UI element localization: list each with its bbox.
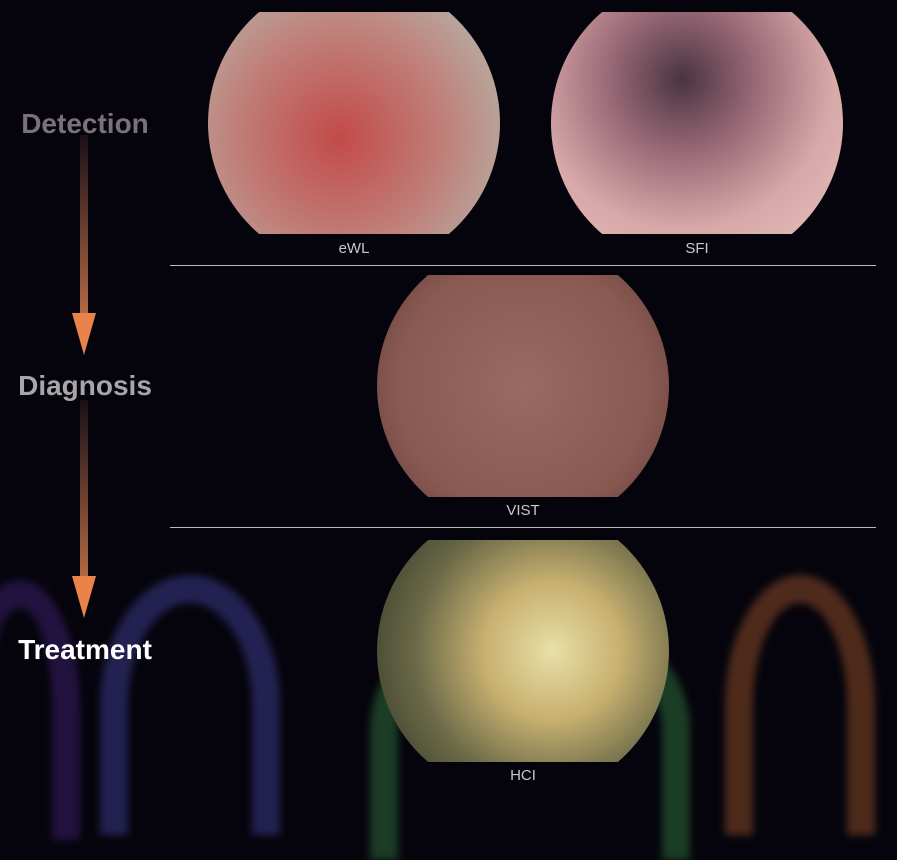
stage-diagnosis: Diagnosis: [18, 370, 152, 401]
endoscopy-image-sfi: [551, 12, 843, 234]
endoscopy-image-hci: [377, 540, 669, 762]
divider: [170, 265, 876, 266]
caption-ewl: eWL: [338, 240, 370, 257]
endoscopy-image-ewl: [208, 12, 500, 234]
divider: [170, 527, 876, 528]
endoscopy-image-vist: [377, 275, 669, 497]
caption-hci: HCI: [510, 767, 536, 784]
caption-sfi: SFI: [685, 240, 709, 257]
caption-vist: VIST: [506, 502, 540, 519]
arrow-down-icon: [72, 400, 96, 622]
stage-treatment: Treatment: [18, 634, 152, 665]
stage-detection: Detection: [21, 108, 149, 139]
decorative-wave-orange: [725, 575, 875, 835]
decorative-wave-blue: [100, 575, 280, 835]
decorative-wave-purple: [0, 580, 80, 840]
arrow-down-icon: [72, 135, 96, 357]
